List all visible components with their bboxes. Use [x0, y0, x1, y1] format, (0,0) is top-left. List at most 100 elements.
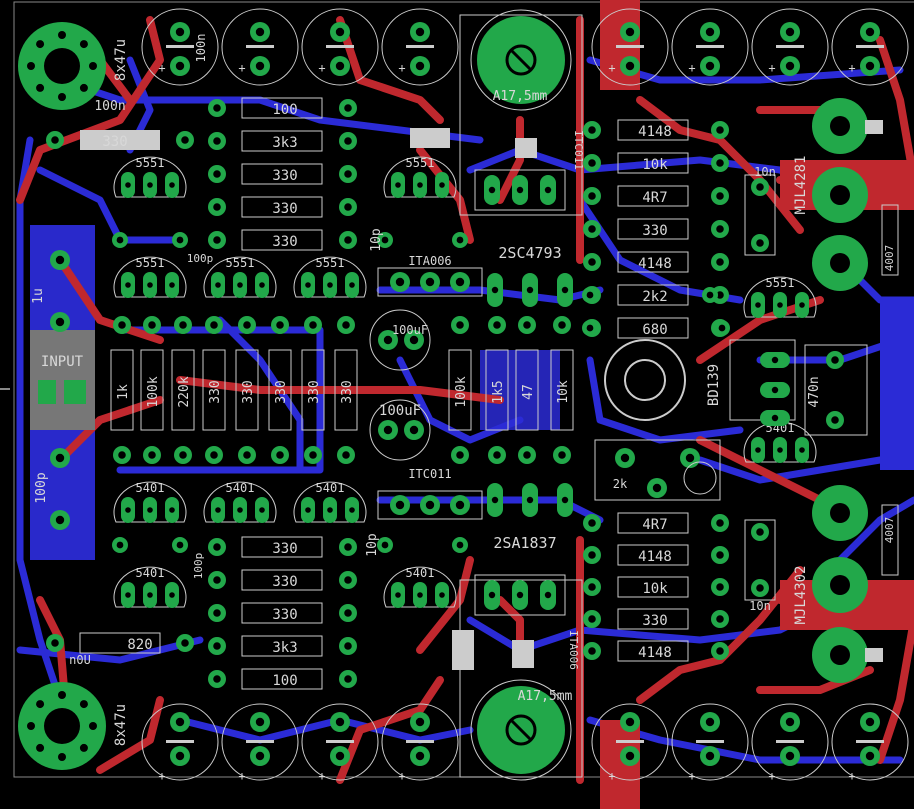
drill-hole — [523, 451, 531, 459]
silkscreen-label: MJL4302 — [793, 565, 809, 624]
mounting-via — [89, 62, 97, 70]
drill-hole — [625, 717, 635, 727]
trimmer-outline — [594, 439, 721, 501]
drill-hole — [213, 170, 221, 178]
drill-hole — [588, 192, 596, 200]
mounting-hole-drill — [44, 708, 80, 744]
silkscreen-label: 10n — [749, 599, 771, 613]
drill-hole — [705, 717, 715, 727]
drill-hole — [335, 27, 345, 37]
silkscreen-label: 330 — [241, 380, 256, 403]
top-copper-trace — [496, 116, 524, 204]
silkscreen-label: + — [848, 61, 855, 75]
silkscreen-label: + — [768, 61, 775, 75]
drill-hole — [395, 182, 401, 188]
drill-hole — [210, 451, 218, 459]
drill-hole — [344, 236, 352, 244]
silkscreen-label: 5401 — [136, 481, 165, 495]
resistor-body — [617, 512, 689, 534]
drill-hole — [255, 61, 265, 71]
component-outline — [459, 14, 583, 216]
drill-hole — [456, 451, 464, 459]
drill-hole — [523, 321, 531, 329]
resistor-body — [202, 349, 226, 431]
silkscreen-label: 5401 — [136, 566, 165, 580]
silkscreen-label: 10n — [754, 165, 776, 179]
top-copper-trace — [16, 16, 164, 204]
silkscreen-label: 470n — [807, 376, 822, 407]
drill-hole — [771, 356, 779, 364]
drill-hole — [210, 321, 218, 329]
transistor-outline — [113, 156, 187, 198]
drill-hole — [175, 751, 185, 761]
capacitor-symbol — [856, 45, 884, 48]
drill-hole — [625, 61, 635, 71]
trimmer-knob — [683, 461, 717, 495]
capacitor-outline — [369, 309, 431, 371]
silkscreen-label: 2k — [613, 477, 628, 491]
drill-hole — [55, 255, 65, 265]
drill-hole — [620, 453, 630, 463]
capacitor-outline — [141, 8, 219, 86]
capacitor-outline — [751, 703, 829, 781]
capacitor-outline — [671, 8, 749, 86]
drill-hole — [213, 137, 221, 145]
resistor-body — [241, 97, 323, 119]
drill-hole — [169, 182, 175, 188]
top-copper-trace — [876, 616, 914, 764]
mounting-via — [27, 722, 35, 730]
drill-hole — [55, 453, 65, 463]
mounting-via — [79, 743, 88, 752]
drill-hole — [213, 609, 221, 617]
silkscreen-label: 1k — [116, 384, 131, 400]
drill-hole — [588, 647, 596, 655]
drill-hole — [716, 519, 724, 527]
drill-hole — [335, 61, 345, 71]
drill-hole — [213, 236, 221, 244]
drill-hole — [685, 453, 695, 463]
silkscreen-label: 100 — [272, 102, 297, 118]
drill-hole — [51, 639, 59, 647]
smd-marker — [452, 630, 474, 670]
top-copper-trace — [336, 16, 444, 124]
capacitor-symbol — [166, 740, 194, 743]
drill-hole — [395, 500, 405, 510]
silkscreen-label: 5551 — [316, 256, 345, 270]
capacitor-symbol — [326, 45, 354, 48]
capacitor-outline — [141, 703, 219, 781]
resistor-body — [550, 349, 574, 431]
drill-hole — [305, 282, 311, 288]
drill-hole — [865, 27, 875, 37]
input-pad — [38, 380, 56, 404]
capacitor-symbol — [406, 45, 434, 48]
drill-hole — [756, 584, 764, 592]
silkscreen-label: 330 — [274, 380, 289, 403]
capacitor-symbol — [616, 45, 644, 48]
mounting-via — [79, 40, 88, 49]
drill-hole — [561, 286, 569, 294]
trimmer-outline — [470, 9, 572, 111]
drill-hole — [383, 425, 393, 435]
drill-hole — [213, 642, 221, 650]
drill-hole — [213, 203, 221, 211]
board-marker — [0, 388, 10, 390]
drill-hole — [417, 592, 423, 598]
drill-hole — [558, 321, 566, 329]
transistor-outline — [474, 574, 566, 616]
capacitor-outline — [744, 174, 776, 256]
drill-hole — [349, 282, 355, 288]
silkscreen-label: 330 — [642, 613, 667, 629]
transistor-outline — [383, 566, 457, 608]
drill-hole — [213, 576, 221, 584]
silkscreen-label: 100n — [194, 34, 208, 63]
drill-hole — [176, 541, 184, 549]
silkscreen-label: + — [398, 61, 405, 75]
mounting-via — [89, 722, 97, 730]
bottom-copper-trace — [696, 456, 884, 484]
silkscreen-label: 1u — [31, 288, 46, 304]
drill-hole — [395, 277, 405, 287]
silkscreen-label: + — [848, 769, 855, 783]
silkscreen-label: 330 — [272, 234, 297, 250]
top-copper-trace — [96, 696, 164, 774]
silkscreen-label: 100uF — [392, 323, 428, 337]
